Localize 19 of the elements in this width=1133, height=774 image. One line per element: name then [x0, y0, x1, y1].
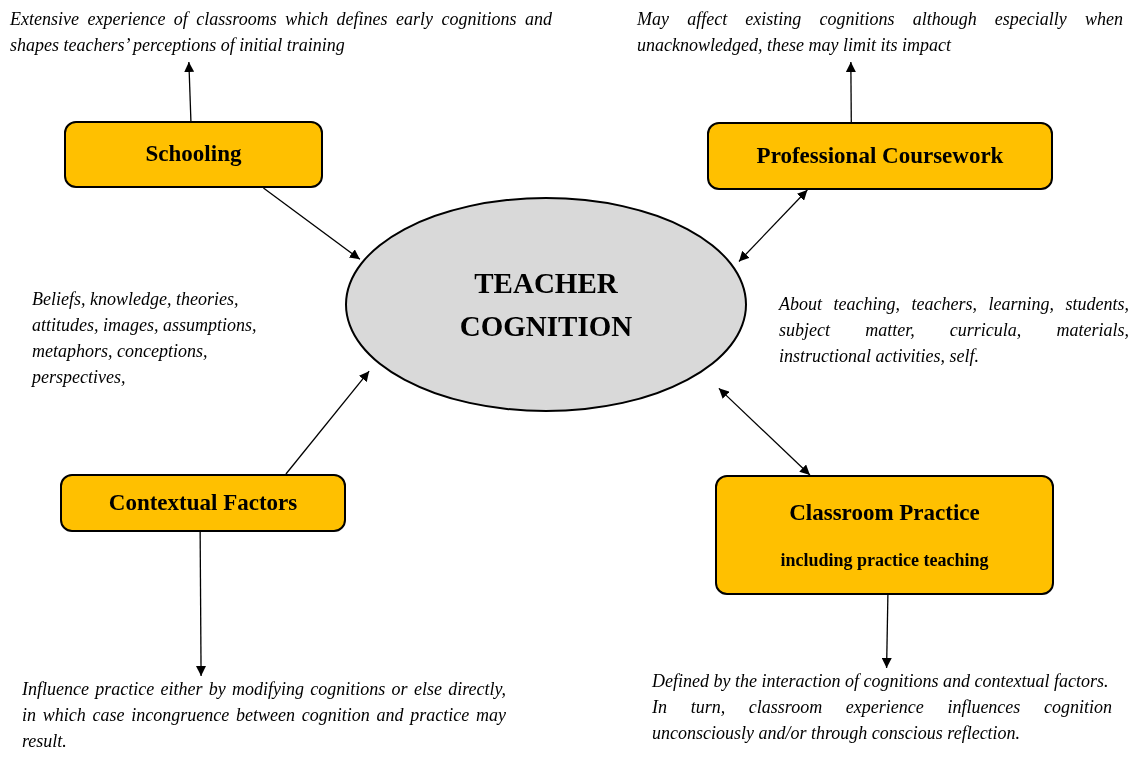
arrow: [718, 387, 811, 476]
description-text: May affect existing cognitions although especially when unacknowledged, these may limit its impact: [637, 6, 1123, 62]
description-text: Extensive experience of classrooms which defines early cognitions and shapes teachers’ perceptions of initial training: [10, 6, 552, 62]
arrow: [845, 61, 856, 123]
arrow: [285, 370, 370, 475]
arrow: [196, 531, 206, 677]
description-text: About teaching, teachers, learning, students, subject matter, curricula, materials, instructional activities, self.: [779, 293, 1129, 368]
arrow: [738, 189, 808, 263]
factor-box: Contextual Factors: [60, 474, 346, 532]
central-ellipse: TEACHER COGNITION: [345, 197, 747, 412]
description-text: Defined by the interaction of cognitions and contextual factors. In turn, classroom experience influences cognition unconsciously and/or through conscious reflection.: [652, 668, 1112, 772]
factor-box: Schooling: [64, 121, 323, 188]
description-text: Beliefs, knowledge, theories, attitudes, images, assumptions, metaphors, conceptions, perspectives,: [32, 288, 258, 389]
description-text: Influence practice either by modifying cognitions or else directly, in which case incongruence between cognition and practice may result.: [22, 676, 506, 760]
factor-box: Classroom Practice including practice teaching: [715, 475, 1054, 595]
arrow: [184, 61, 195, 122]
factor-box: Professional Coursework: [707, 122, 1053, 190]
arrow: [262, 187, 361, 260]
arrow: [881, 594, 892, 669]
